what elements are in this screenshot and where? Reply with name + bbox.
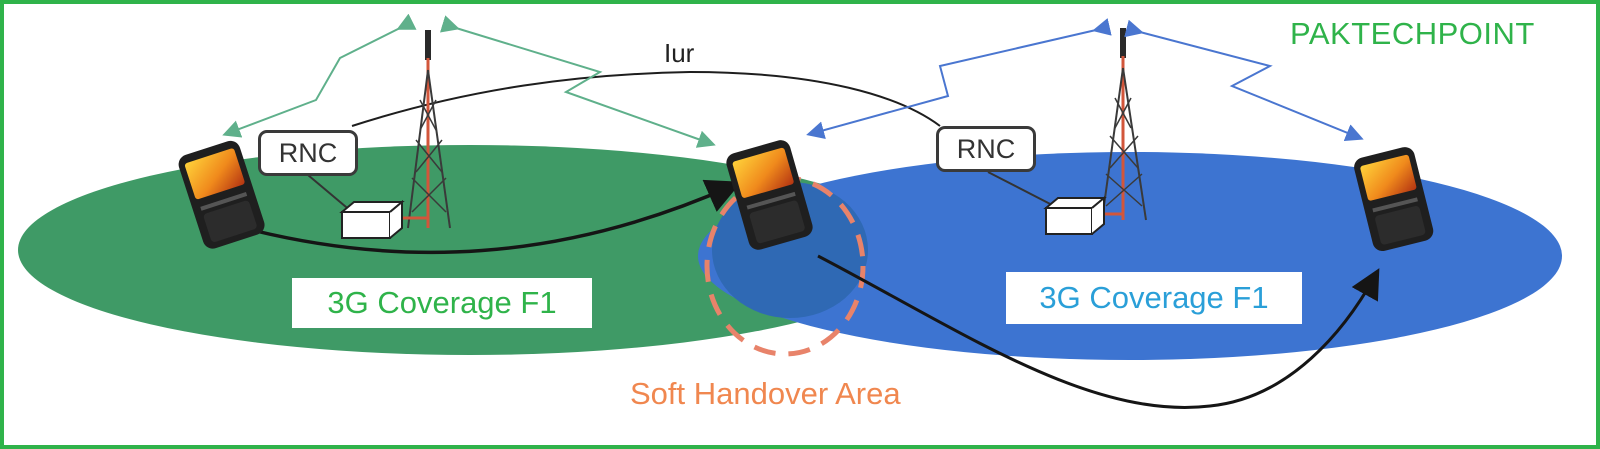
rnc-box-right: RNC bbox=[936, 126, 1036, 172]
coverage-label-right: 3G Coverage F1 bbox=[1006, 272, 1302, 324]
rnc-link-left bbox=[307, 174, 353, 213]
rnc-link-right bbox=[987, 171, 1059, 209]
signal-arrow-icon bbox=[222, 13, 417, 138]
movement-arrow bbox=[817, 254, 1380, 409]
soft-handover-label: Soft Handover Area bbox=[630, 376, 901, 411]
phone-icon bbox=[1354, 147, 1434, 252]
cell-tower-icon bbox=[1092, 28, 1147, 221]
phone-icon bbox=[178, 140, 265, 249]
iur-label: Iur bbox=[664, 38, 695, 68]
watermark: PAKTECHPOINT bbox=[1290, 16, 1535, 51]
movement-arrow bbox=[243, 179, 742, 255]
cell-tower-icon bbox=[398, 30, 451, 229]
rnc-box-left: RNC bbox=[258, 130, 358, 176]
phone-icon bbox=[726, 140, 813, 250]
iur-link bbox=[351, 70, 941, 127]
signal-arrow-icon bbox=[1124, 19, 1364, 142]
node-b-box-icon bbox=[1043, 195, 1107, 235]
signal-arrow-icon bbox=[806, 18, 1112, 139]
node-b-box-icon bbox=[339, 199, 405, 239]
signal-arrow-icon bbox=[439, 15, 716, 148]
coverage-label-left: 3G Coverage F1 bbox=[292, 278, 592, 328]
